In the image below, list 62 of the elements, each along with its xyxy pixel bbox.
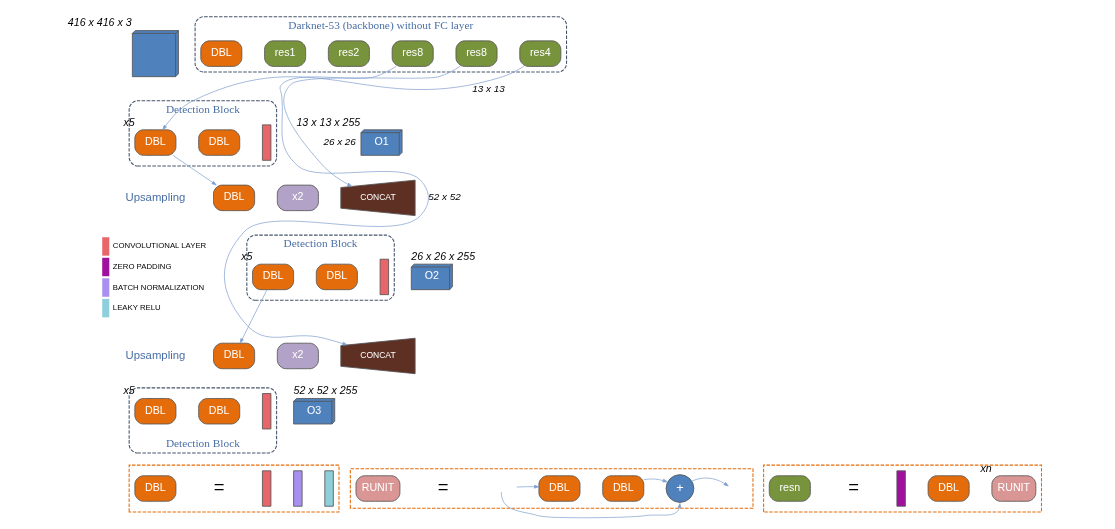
node-box: DBL bbox=[602, 475, 645, 502]
node-box: res2 bbox=[327, 40, 370, 67]
node-box: DBL bbox=[213, 342, 256, 370]
node-box: DBL bbox=[213, 184, 256, 212]
node-box: DBL bbox=[198, 398, 241, 425]
arrow bbox=[239, 289, 268, 344]
label: = bbox=[437, 475, 449, 497]
legend-label: BATCH NORMALIZATION bbox=[112, 282, 205, 292]
arrow bbox=[172, 155, 217, 186]
arrow bbox=[283, 66, 461, 187]
label: Upsampling bbox=[125, 190, 186, 203]
node-label: x5 bbox=[123, 115, 135, 128]
node-box: res8 bbox=[391, 40, 434, 67]
node-box: DBL bbox=[198, 129, 241, 156]
arrow bbox=[643, 478, 668, 483]
node-box: DBL bbox=[315, 263, 358, 291]
node-box: DBL bbox=[134, 475, 177, 502]
node-label: 13 x 13 x 255 bbox=[296, 115, 361, 128]
label: = bbox=[213, 475, 225, 497]
node-label: 26 x 26 x 255 bbox=[411, 249, 476, 262]
node-bar bbox=[262, 124, 272, 161]
node-bar bbox=[262, 470, 272, 507]
node-box: DBL bbox=[252, 263, 295, 291]
label: = bbox=[848, 475, 860, 497]
edge-label: 26 x 26 bbox=[323, 135, 356, 147]
edge-label: 52 x 52 bbox=[428, 190, 461, 202]
node-box: DBL bbox=[200, 40, 243, 67]
cluster bbox=[763, 464, 1042, 513]
node-box: RUNIT bbox=[991, 475, 1037, 502]
node-box: DBL bbox=[134, 129, 177, 156]
node-box: DBL bbox=[538, 475, 581, 502]
node-label: x5 bbox=[123, 384, 135, 397]
node-box: x2 bbox=[276, 184, 319, 212]
node-box: resn bbox=[768, 475, 811, 502]
node-bar bbox=[896, 470, 906, 507]
node-bar bbox=[379, 258, 390, 296]
node-label: 416 x 416 x 3 bbox=[67, 16, 132, 29]
node-bar bbox=[293, 470, 303, 507]
arrow bbox=[162, 66, 525, 130]
node-box: DBL bbox=[927, 475, 970, 502]
cluster bbox=[128, 464, 340, 513]
node-bar bbox=[262, 393, 272, 430]
node-box: res8 bbox=[455, 40, 498, 67]
node-label: x5 bbox=[241, 249, 253, 262]
arrow bbox=[500, 491, 682, 519]
node-label: xn bbox=[980, 461, 992, 474]
node-box: res4 bbox=[519, 40, 562, 67]
label: Upsampling bbox=[125, 348, 186, 361]
edge-label: 13 x 13 bbox=[472, 82, 505, 94]
legend-label: ZERO PADDING bbox=[112, 261, 172, 271]
arrow bbox=[516, 484, 540, 489]
legend-label: CONVOLUTIONAL LAYER bbox=[112, 241, 207, 251]
arrow bbox=[691, 477, 729, 487]
node-box: DBL bbox=[134, 398, 177, 425]
node-circle: + bbox=[665, 474, 695, 503]
node-box: RUNIT bbox=[355, 475, 401, 502]
arrow bbox=[224, 66, 429, 346]
node-box: res1 bbox=[264, 40, 307, 67]
node-box: x2 bbox=[276, 342, 319, 370]
legend-label: LEAKY RELU bbox=[112, 303, 161, 313]
node-bar bbox=[324, 470, 334, 507]
node-label: 52 x 52 x 255 bbox=[293, 384, 358, 397]
